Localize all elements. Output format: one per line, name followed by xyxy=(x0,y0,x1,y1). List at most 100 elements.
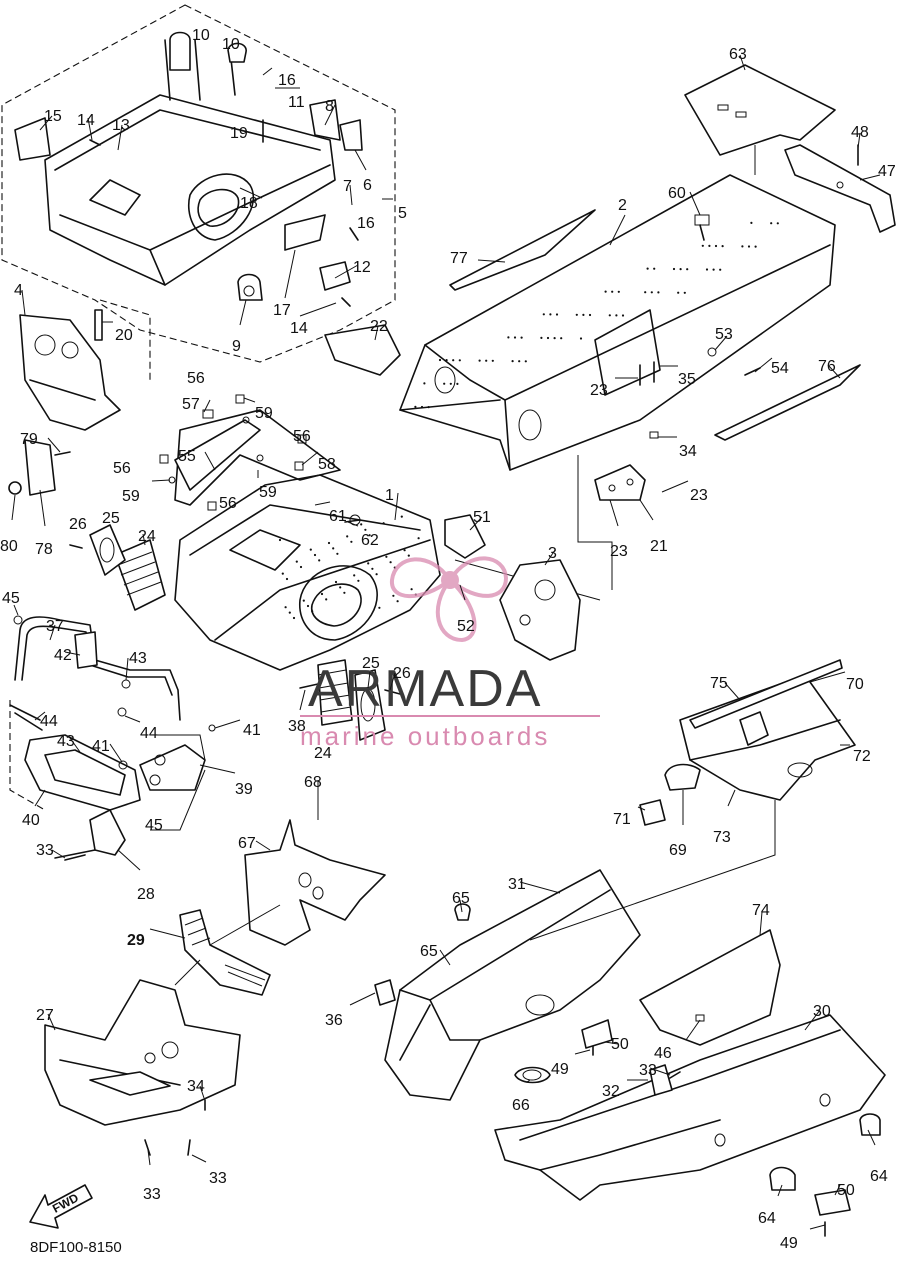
leader-c22 xyxy=(374,325,379,341)
callout-c41b: 41 xyxy=(92,738,110,755)
callout-c65b: 65 xyxy=(420,943,438,960)
leader-c59a xyxy=(243,397,256,403)
leader-c40 xyxy=(34,789,46,807)
leader-c48 xyxy=(857,132,861,149)
rivet-dot xyxy=(611,290,614,293)
callout-c46: 46 xyxy=(654,1045,672,1062)
rivet-dot xyxy=(288,611,291,614)
rivet-dot xyxy=(518,360,521,363)
callout-c36: 36 xyxy=(325,1012,343,1029)
callout-c26a: 26 xyxy=(69,516,87,533)
leader-c76 xyxy=(827,364,841,379)
leader-c42 xyxy=(64,651,81,656)
callout-c33b: 33 xyxy=(639,1062,657,1079)
part-77-strip xyxy=(449,209,596,291)
leader-c52 xyxy=(459,584,466,601)
part-28-bracket xyxy=(9,700,126,859)
leader-c67 xyxy=(255,840,271,851)
rivet-dot xyxy=(350,540,353,543)
leader-c24a xyxy=(142,533,146,546)
leader-c33d xyxy=(191,1154,207,1163)
part-67-cover xyxy=(244,790,386,946)
callout-c53: 53 xyxy=(715,326,733,343)
part-31-hull xyxy=(374,869,641,1101)
rivet-dot xyxy=(327,541,331,545)
rivet-dot xyxy=(438,358,442,362)
callout-c64b: 64 xyxy=(758,1210,776,1227)
rivet-dot xyxy=(608,314,611,317)
bracket-assembly-5 xyxy=(14,31,363,301)
leader-c29 xyxy=(149,928,186,939)
rivet-dot xyxy=(686,268,689,271)
leader-c71 xyxy=(637,806,646,811)
leader-c33a xyxy=(51,849,66,859)
subassembly-boundary xyxy=(1,4,396,363)
callout-c78: 78 xyxy=(35,541,53,558)
part-40-grab xyxy=(24,734,141,811)
callout-c42: 42 xyxy=(54,647,72,664)
callout-c52: 52 xyxy=(457,618,475,635)
rivet-dot xyxy=(378,606,381,609)
leader-c70 xyxy=(809,671,846,683)
rivet-dot xyxy=(284,606,287,609)
callout-c4: 4 xyxy=(14,282,23,299)
leader-c58 xyxy=(301,451,319,466)
leader-c49a xyxy=(574,1049,591,1055)
rivet-dot xyxy=(555,313,559,316)
leader-c38 xyxy=(299,689,306,711)
leader-c7 xyxy=(349,184,353,206)
leader-c37 xyxy=(49,624,56,641)
leader-c44b xyxy=(124,715,141,723)
leader-c80 xyxy=(11,494,16,521)
leader-c23b xyxy=(661,480,689,493)
leader-c54 xyxy=(754,357,773,373)
rivet-dot xyxy=(458,359,461,362)
part-27-lower-housing xyxy=(44,959,241,1126)
callout-c58: 58 xyxy=(318,456,336,473)
leader-c51 xyxy=(469,516,483,531)
callout-c54: 54 xyxy=(771,360,789,377)
callout-c34a: 34 xyxy=(679,443,697,460)
rivet-dot xyxy=(339,586,342,589)
callout-c49a: 49 xyxy=(551,1061,569,1078)
callout-c7: 7 xyxy=(343,178,352,195)
watermark-brand: ARMADA xyxy=(308,660,542,718)
leader-c74 xyxy=(759,911,763,936)
rivet-dot xyxy=(357,579,360,582)
rivet-dot xyxy=(389,561,392,564)
rivet-dot xyxy=(511,360,514,363)
rivet-dot xyxy=(520,336,523,339)
callout-c27: 27 xyxy=(36,1007,54,1024)
leader-c61 xyxy=(314,501,331,506)
callout-c1: 1 xyxy=(385,487,394,504)
rivet-dot xyxy=(353,574,356,577)
callout-c2: 2 xyxy=(618,197,627,214)
leader-c66 xyxy=(526,1079,531,1083)
callout-c24b: 24 xyxy=(314,745,332,762)
leader-c17 xyxy=(284,249,296,299)
rivet-dot xyxy=(705,268,709,271)
leader-c45a xyxy=(13,604,19,616)
rivet-dot xyxy=(445,359,448,362)
fwd-arrow-icon[interactable]: FWD xyxy=(29,1184,93,1229)
leader-c27 xyxy=(47,1013,56,1031)
callout-c49b: 49 xyxy=(780,1235,798,1252)
part-29-grill xyxy=(179,904,281,996)
leader-c33b xyxy=(649,1067,671,1076)
part-2-main-plate xyxy=(399,174,836,471)
leader-c33c xyxy=(147,1149,151,1166)
callout-c73: 73 xyxy=(713,829,731,846)
rivet-dot xyxy=(747,245,751,248)
leader-c30 xyxy=(804,1009,821,1031)
rivet-dot xyxy=(325,598,328,601)
callout-c17: 17 xyxy=(273,302,291,319)
leader-c28 xyxy=(117,849,141,871)
callout-c44b: 44 xyxy=(140,725,158,742)
rivet-dot xyxy=(644,291,647,294)
part-39-bracket xyxy=(139,734,206,831)
part-76-strip xyxy=(714,364,861,441)
part-69-pad xyxy=(664,763,701,791)
rivet-dot xyxy=(588,313,592,317)
callout-c47: 47 xyxy=(878,163,896,180)
